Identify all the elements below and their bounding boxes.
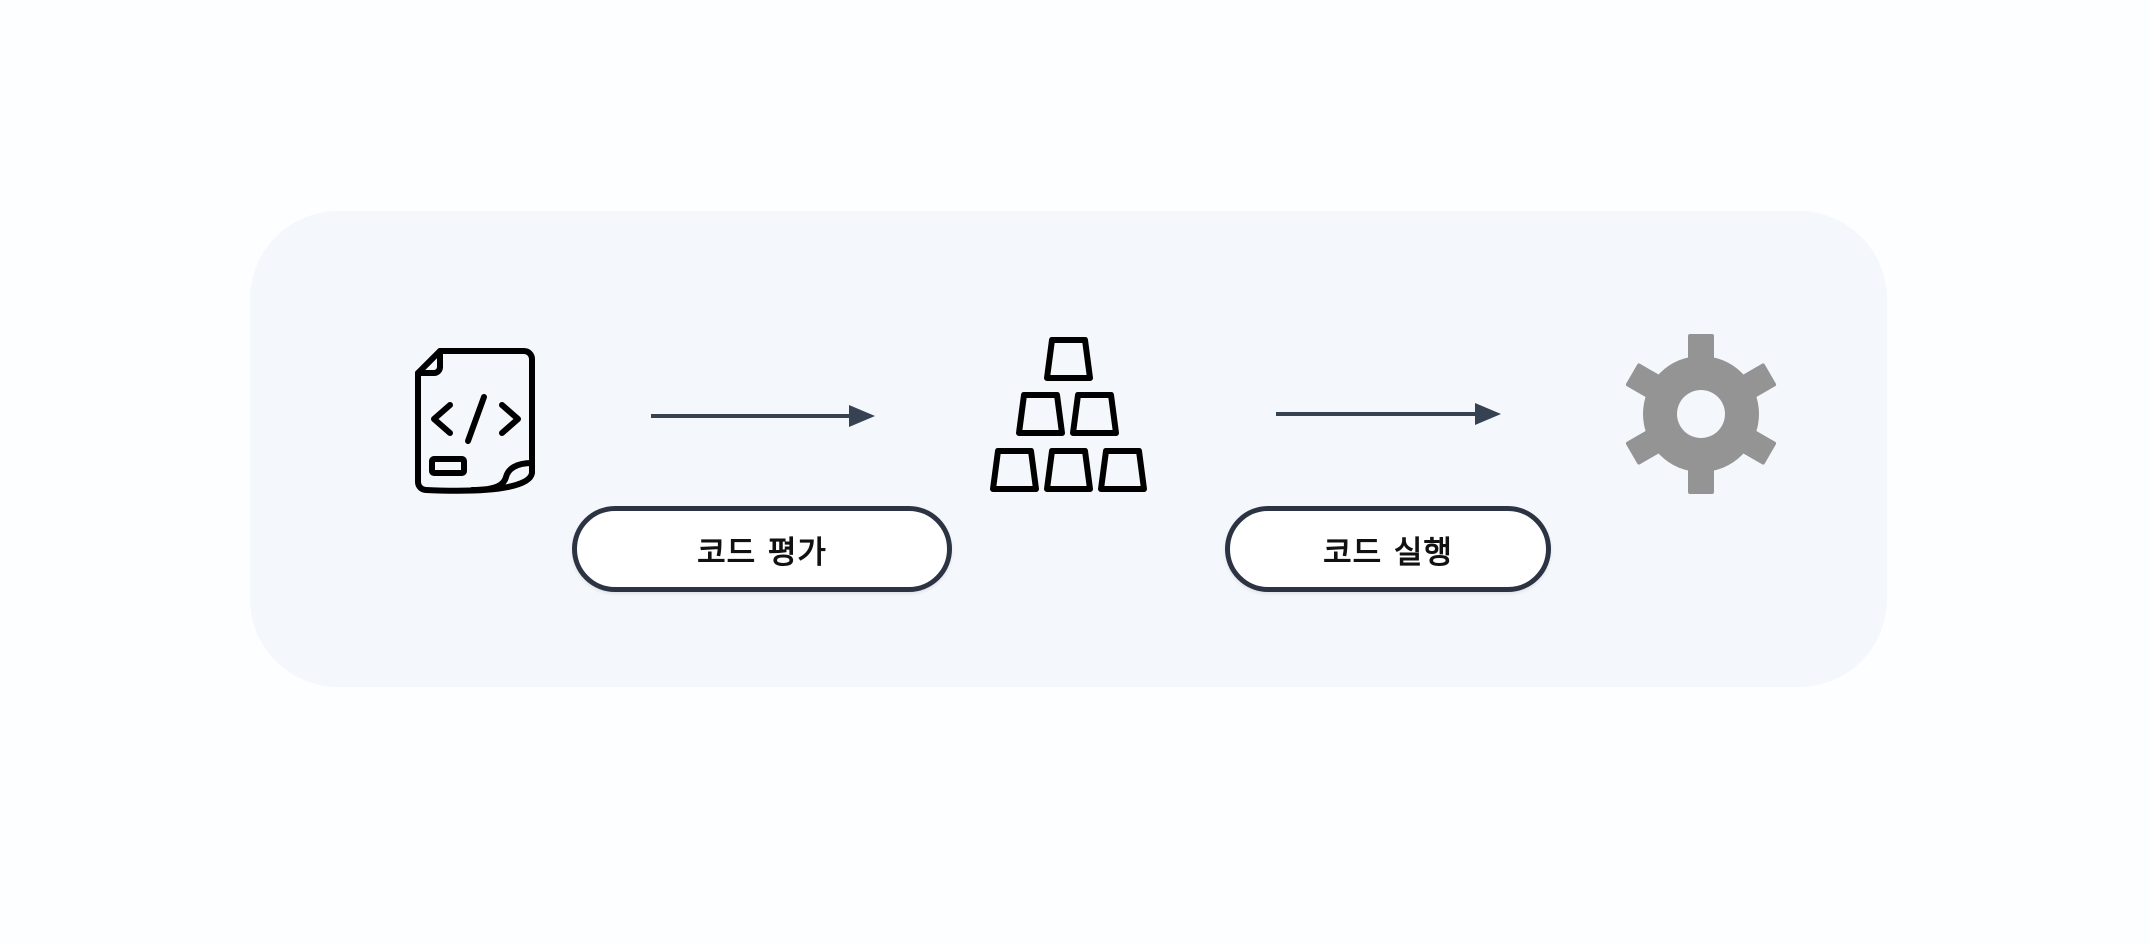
label-code-evaluation-text: 코드 평가 [697, 534, 827, 571]
arrow-exec [1276, 394, 1502, 434]
label-code-execution: 코드 실행 [1225, 506, 1551, 592]
stacked-blocks-icon [990, 334, 1150, 497]
code-file-icon [412, 345, 542, 495]
arrow-eval [651, 396, 876, 436]
gear-icon [1620, 333, 1782, 495]
label-code-execution-text: 코드 실행 [1323, 534, 1453, 571]
label-code-evaluation: 코드 평가 [572, 506, 952, 592]
